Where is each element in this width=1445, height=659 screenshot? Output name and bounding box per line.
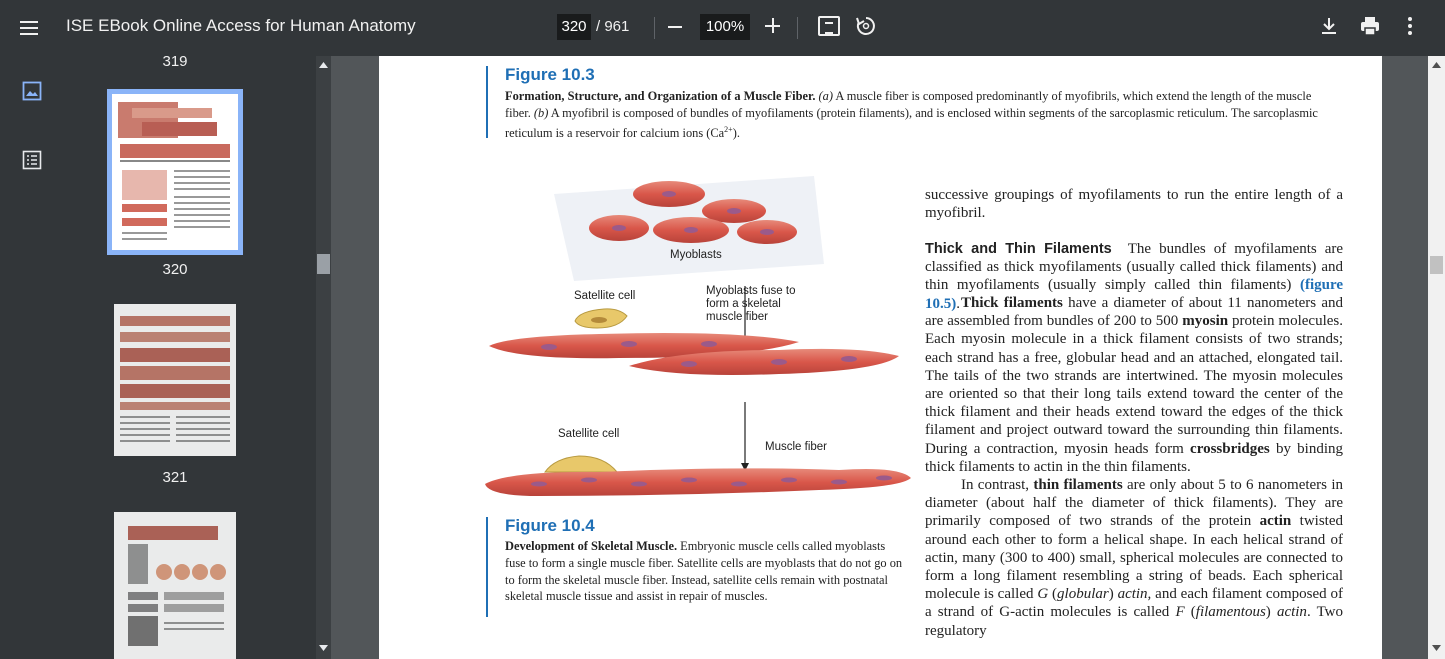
menu-icon[interactable]: [18, 16, 42, 40]
more-options-icon[interactable]: [1398, 14, 1422, 38]
thumbnail-page-321[interactable]: [114, 304, 236, 456]
satellite-cell-bottom: [544, 455, 619, 473]
toolbar-divider: [797, 17, 798, 39]
zoom-out-icon[interactable]: [668, 26, 682, 28]
page-number-input[interactable]: 320: [557, 14, 591, 40]
pdf-page: Figure 10.3 Formation, Structure, and Or…: [379, 56, 1382, 659]
figure-10-3-caption: Formation, Structure, and Organization o…: [505, 89, 1318, 140]
sidebar-scrollbar[interactable]: [316, 56, 331, 659]
download-icon[interactable]: [1317, 14, 1341, 38]
thumbnail-preview: [118, 102, 230, 240]
thumbnail-page-322[interactable]: [114, 512, 236, 659]
figure-10-3-title: Figure 10.3: [505, 65, 595, 84]
document-title: ISE EBook Online Access for Human Anatom…: [66, 16, 416, 35]
thumbnail-label-319: 319: [162, 56, 188, 70]
label-satellite-cell-bottom: Satellite cell: [558, 428, 620, 440]
pdf-toolbar: ISE EBook Online Access for Human Anatom…: [0, 0, 1445, 56]
scroll-down-icon[interactable]: [1432, 645, 1441, 651]
zoom-level-input[interactable]: 100%: [700, 14, 750, 40]
scroll-up-icon[interactable]: [1432, 62, 1441, 68]
figure-caption-rule: [486, 517, 488, 617]
body-paragraph-2: Thick and Thin Filaments The bundles of …: [925, 241, 1344, 312]
outline-view-icon[interactable]: [22, 150, 42, 170]
thumbnail-label-320: 320: [162, 261, 188, 278]
thumbnail-label-321: 321: [162, 469, 188, 486]
thumbnails-view-icon[interactable]: [22, 81, 42, 101]
scroll-down-icon[interactable]: [319, 645, 328, 651]
label-muscle-fiber: Muscle fiber: [765, 441, 827, 453]
page-total: / 961: [596, 18, 630, 35]
thumbnail-preview: [128, 526, 226, 646]
zoom-in-icon[interactable]: [764, 17, 782, 35]
figure-10-5-link[interactable]: (figure 10.5): [925, 277, 1343, 312]
muscle-fiber-nuclei: [531, 475, 892, 487]
fusing-myoblasts: [489, 333, 899, 375]
body-paragraph-4: In contrast, thin filaments are only abo…: [925, 477, 1344, 639]
myoblast-cells: [589, 181, 797, 244]
figure-10-4-title: Figure 10.4: [505, 516, 595, 535]
fit-to-page-icon[interactable]: [818, 16, 840, 36]
sidebar-icon-strip: [0, 56, 64, 659]
thumbnail-sidebar: 319 320: [0, 56, 316, 659]
document-scroll-thumb[interactable]: [1430, 256, 1443, 274]
print-icon[interactable]: [1358, 14, 1382, 38]
figure-10-4-caption: Development of Skeletal Muscle. Embryoni…: [505, 539, 903, 604]
label-myoblasts-fuse: Myoblasts fuse to form a skeletal muscle…: [706, 285, 796, 323]
figure-caption-rule: [486, 66, 488, 138]
scroll-up-icon[interactable]: [319, 62, 328, 68]
body-paragraph-1: successive groupings of myofilaments to …: [925, 187, 1343, 222]
thumbnail-preview: [120, 316, 230, 442]
thumbnail-page-320[interactable]: [107, 89, 243, 255]
document-viewer[interactable]: Figure 10.3 Formation, Structure, and Or…: [331, 56, 1445, 659]
label-myoblasts: Myoblasts: [670, 249, 722, 261]
body-paragraph-3: Thick filaments have a diameter of about…: [925, 295, 1343, 475]
rotate-icon[interactable]: [854, 14, 878, 38]
sidebar-scroll-thumb[interactable]: [317, 254, 330, 274]
label-satellite-cell-top: Satellite cell: [574, 290, 636, 302]
muscle-fiber: [485, 468, 911, 496]
document-scrollbar[interactable]: [1428, 56, 1445, 659]
toolbar-divider: [654, 17, 655, 39]
section-heading: Thick and Thin Filaments: [925, 241, 1112, 257]
skeletal-muscle-development-illustration: [485, 176, 911, 496]
